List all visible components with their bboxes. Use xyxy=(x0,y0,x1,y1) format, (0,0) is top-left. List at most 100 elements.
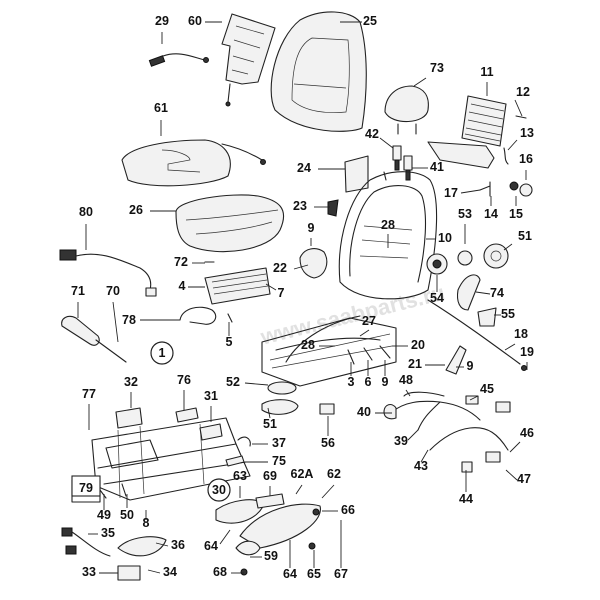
callout-text: 15 xyxy=(509,207,523,221)
leader-line xyxy=(219,529,231,545)
callout-c11: 11 xyxy=(480,65,494,96)
callout-text: 51 xyxy=(518,229,532,243)
part-69-trim xyxy=(255,493,285,509)
callout-c29: 29 xyxy=(155,14,169,44)
callout-c9a: 9 xyxy=(308,221,315,246)
callout-c5: 5 xyxy=(226,322,233,349)
callout-text: 5 xyxy=(226,335,233,349)
callout-text: 45 xyxy=(480,382,494,396)
callout-c34: 34 xyxy=(147,565,177,579)
callout-text: 37 xyxy=(272,436,286,450)
part-37-clip xyxy=(237,436,251,447)
callout-c43: 43 xyxy=(414,449,429,473)
callout-text: 62 xyxy=(327,467,341,481)
callout-c3: 3 xyxy=(348,362,355,389)
callout-text: 40 xyxy=(357,405,371,419)
callout-c32: 32 xyxy=(124,375,138,408)
callout-c53: 53 xyxy=(458,207,472,244)
callout-c56: 56 xyxy=(321,416,335,450)
leader-line xyxy=(509,441,521,453)
callout-text: 74 xyxy=(490,286,504,300)
callout-text: 29 xyxy=(155,14,169,28)
callout-c21: 21 xyxy=(408,357,445,371)
part-17-screw xyxy=(479,181,491,197)
part-71-tube xyxy=(61,315,100,346)
callout-c28b: 28 xyxy=(301,338,335,352)
callout-c13: 13 xyxy=(507,126,534,151)
part-29-connector xyxy=(148,53,209,67)
part-25-backrest-cover xyxy=(270,11,367,132)
callout-c42: 42 xyxy=(365,127,394,149)
part-61-seat-heating-pad xyxy=(121,139,266,187)
callout-text: 31 xyxy=(204,389,218,403)
callout-c30: 30 xyxy=(207,478,231,502)
callout-text: 60 xyxy=(188,14,202,28)
callout-c62a: 62A xyxy=(291,467,313,495)
part-22-recliner-plate xyxy=(299,248,328,279)
callout-text: 50 xyxy=(120,508,134,522)
part-74-cover xyxy=(456,274,481,311)
part-35-harness xyxy=(61,527,111,557)
callout-c77: 77 xyxy=(82,387,96,430)
callout-text: 7 xyxy=(278,286,285,300)
part-64-cap xyxy=(235,540,261,556)
leader-line xyxy=(507,139,518,151)
leader-line xyxy=(293,264,309,270)
callout-text: 13 xyxy=(520,126,534,140)
part-75-clip xyxy=(225,455,245,467)
callout-text: 69 xyxy=(263,469,277,483)
callout-text: 30 xyxy=(212,483,226,497)
leader-line xyxy=(413,77,427,87)
callout-text: 75 xyxy=(272,454,286,468)
part-33-module xyxy=(117,565,141,581)
callout-text: 25 xyxy=(363,14,377,28)
callout-c12: 12 xyxy=(514,85,530,117)
part-65-screw xyxy=(308,542,316,550)
leader-line xyxy=(321,484,335,499)
callout-c62: 62 xyxy=(321,467,341,499)
part-51-lever xyxy=(261,399,299,415)
callout-c9b: 9 xyxy=(456,359,474,373)
callout-text: 3 xyxy=(348,375,355,389)
callout-text: 12 xyxy=(516,85,530,99)
callout-c39: 39 xyxy=(394,429,419,448)
callout-text: 43 xyxy=(414,459,428,473)
callout-text: 66 xyxy=(341,503,355,517)
callout-text: 34 xyxy=(163,565,177,579)
callout-c76: 76 xyxy=(177,373,191,410)
callout-c51b: 51 xyxy=(263,407,277,431)
callout-c35: 35 xyxy=(88,526,115,540)
leader-line xyxy=(505,469,518,481)
callout-c47: 47 xyxy=(505,469,531,486)
part-11-lumbar-support-grid xyxy=(461,95,507,147)
callout-text: 71 xyxy=(71,284,85,298)
callout-c41: 41 xyxy=(412,160,444,174)
callout-c10: 10 xyxy=(426,231,452,245)
part-42-headrest-guide xyxy=(392,145,402,171)
callout-c45: 45 xyxy=(469,382,494,401)
part-49-screw xyxy=(99,489,107,499)
callout-text: 28 xyxy=(301,338,315,352)
leader-line xyxy=(460,189,481,194)
callout-text: 8 xyxy=(143,516,150,530)
leader-line xyxy=(267,407,271,419)
part-55-bracket xyxy=(477,307,497,327)
part-backrest-frame xyxy=(338,171,438,300)
callout-c25: 25 xyxy=(340,14,377,28)
part-6-screw xyxy=(363,347,373,361)
callout-c67: 67 xyxy=(334,520,348,581)
callout-text: 49 xyxy=(97,508,111,522)
callout-c16: 16 xyxy=(519,152,533,180)
callout-text: 9 xyxy=(308,221,315,235)
callout-text: 28 xyxy=(381,218,395,232)
callout-c74: 74 xyxy=(475,286,504,300)
callout-text: 47 xyxy=(517,472,531,486)
leader-line xyxy=(155,542,169,547)
callout-c40: 40 xyxy=(357,405,392,419)
callout-text: 33 xyxy=(82,565,96,579)
part-23-latch xyxy=(327,199,339,217)
leader-line xyxy=(504,343,516,351)
callout-text: 36 xyxy=(171,538,185,552)
